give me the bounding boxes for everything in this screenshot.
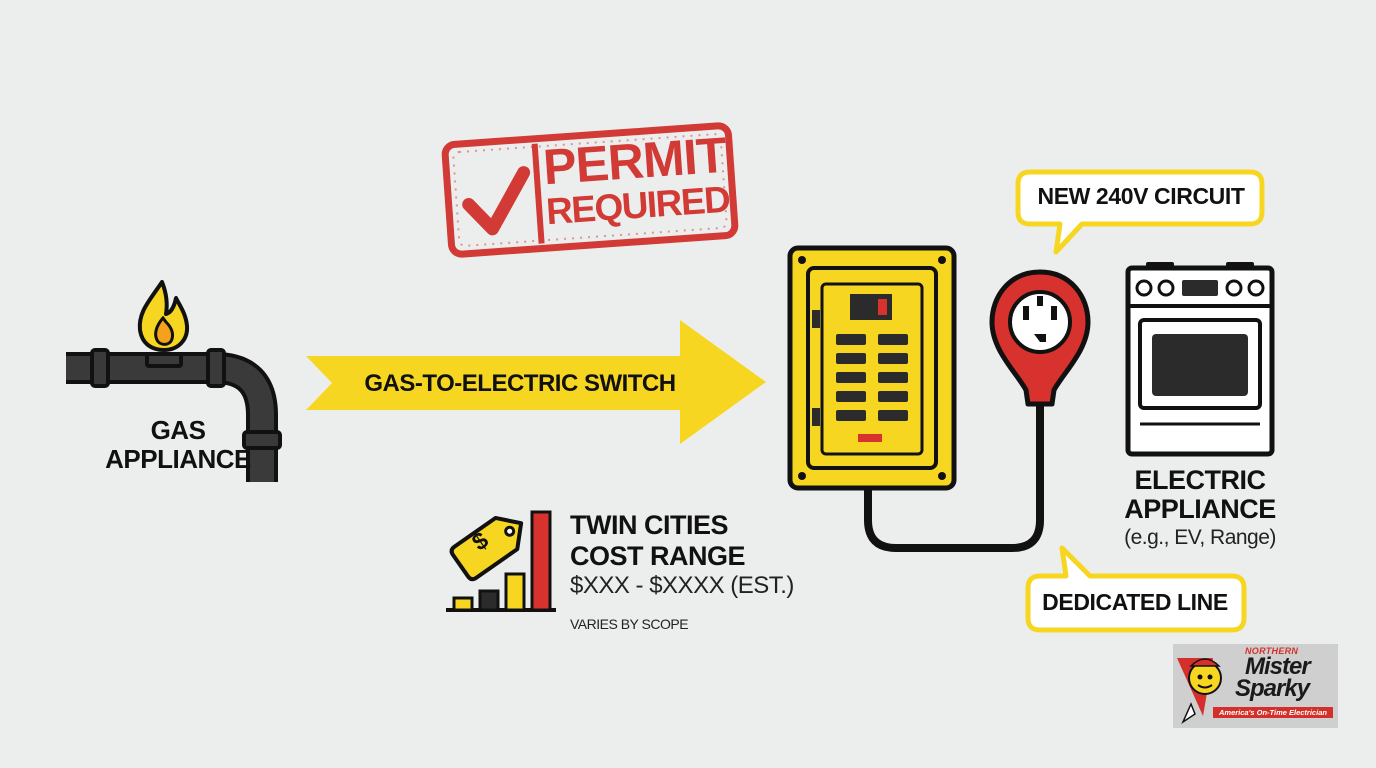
power-cable <box>864 392 1044 552</box>
gas-pipe-icon <box>66 348 282 482</box>
circuit-callout-bubble <box>1015 169 1265 255</box>
logo-name-line1: Mister <box>1245 653 1311 680</box>
cost-title-line1: TWIN CITIES <box>570 510 729 540</box>
cost-note: VARIES BY SCOPE <box>570 616 689 632</box>
gas-appliance-label-line2: APPLIANCE <box>105 444 251 474</box>
electric-appliance-examples: (e.g., EV, Range) <box>1124 526 1276 549</box>
electric-appliance-label-line1: ELECTRIC <box>1134 465 1267 495</box>
cost-range: $XXX - $XXXX (EST.) <box>570 572 794 599</box>
checkmark-icon <box>462 166 531 236</box>
gas-appliance-label-line1: GAS <box>150 415 206 445</box>
flame-icon <box>137 280 190 352</box>
permit-stamp <box>441 122 739 258</box>
mascot-icon <box>1177 658 1222 725</box>
circuit-callout-label: NEW 240V CIRCUIT <box>1037 183 1245 209</box>
cost-title-line2: COST RANGE <box>570 541 746 571</box>
logo-brand: NORTHERN <box>1245 646 1299 656</box>
electric-appliance-label: ELECTRIC APPLIANCE <box>1108 466 1292 524</box>
line-callout-bubble <box>1025 545 1247 633</box>
gas-to-electric-arrow <box>306 320 766 444</box>
electrical-panel-icon <box>787 245 957 491</box>
cost-title: TWIN CITIES COST RANGE <box>570 510 830 572</box>
switch-arrow-label: GAS-TO-ELECTRIC SWITCH <box>364 370 676 397</box>
outlet-240v-icon <box>989 269 1091 407</box>
cost-chart-icon <box>446 510 556 612</box>
logo-tagline: America's On-Time Electrician <box>1213 707 1333 718</box>
electric-range-icon <box>1125 262 1275 457</box>
line-callout-label: DEDICATED LINE <box>1042 589 1228 615</box>
price-tag-icon <box>449 515 524 582</box>
logo-name-line2: Sparky <box>1235 675 1310 702</box>
mister-sparky-logo: NORTHERN Mister Sparky America's On-Time… <box>1173 644 1338 728</box>
permit-stamp-label: PERMIT REQUIRED <box>533 127 739 233</box>
electric-appliance-label-line2: APPLIANCE <box>1124 494 1276 524</box>
gas-appliance-label: GAS APPLIANCE <box>88 416 268 474</box>
